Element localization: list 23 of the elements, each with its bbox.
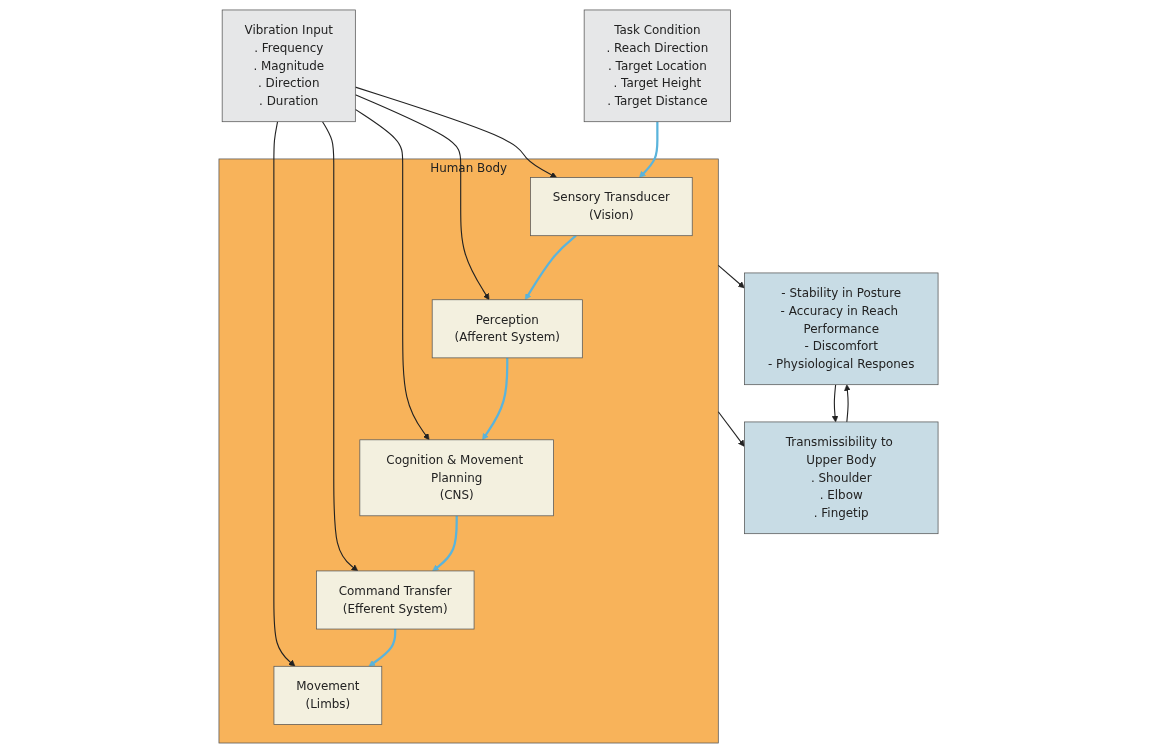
arrow bbox=[273, 120, 296, 667]
arrow bbox=[368, 628, 397, 667]
arrow bbox=[717, 410, 745, 447]
arrow bbox=[717, 264, 745, 288]
arrow bbox=[354, 108, 430, 440]
arrow bbox=[831, 383, 839, 422]
arrow bbox=[524, 234, 577, 300]
node-box: Sensory Transducer (Vision) bbox=[530, 176, 693, 236]
node-box: Movement (Limbs) bbox=[273, 665, 383, 725]
node-box: Perception (Afferent System) bbox=[431, 298, 583, 358]
node-box: Vibration Input . Frequency . Magnitude . Direction . Duration bbox=[221, 9, 356, 122]
arrow bbox=[482, 357, 509, 440]
node-box: - Stability in Posture - Accuracy in Reach Performance - Discomfort - Physiological Respones bbox=[744, 272, 939, 385]
arrow bbox=[354, 93, 490, 300]
arrow bbox=[321, 120, 359, 571]
arrow bbox=[844, 383, 851, 422]
node-box: Task Condition . Reach Direction . Target Location . Target Height . Target Distance bbox=[583, 9, 731, 122]
arrow bbox=[639, 121, 659, 178]
arrow bbox=[432, 515, 458, 571]
arrow bbox=[354, 86, 557, 178]
node-box: Command Transfer (Efferent System) bbox=[316, 570, 475, 629]
node-box: Cognition & Movement Planning (CNS) bbox=[359, 438, 554, 516]
node-box: Transmissibility to Upper Body . Shoulder . Elbow . Fingetip bbox=[744, 421, 939, 534]
